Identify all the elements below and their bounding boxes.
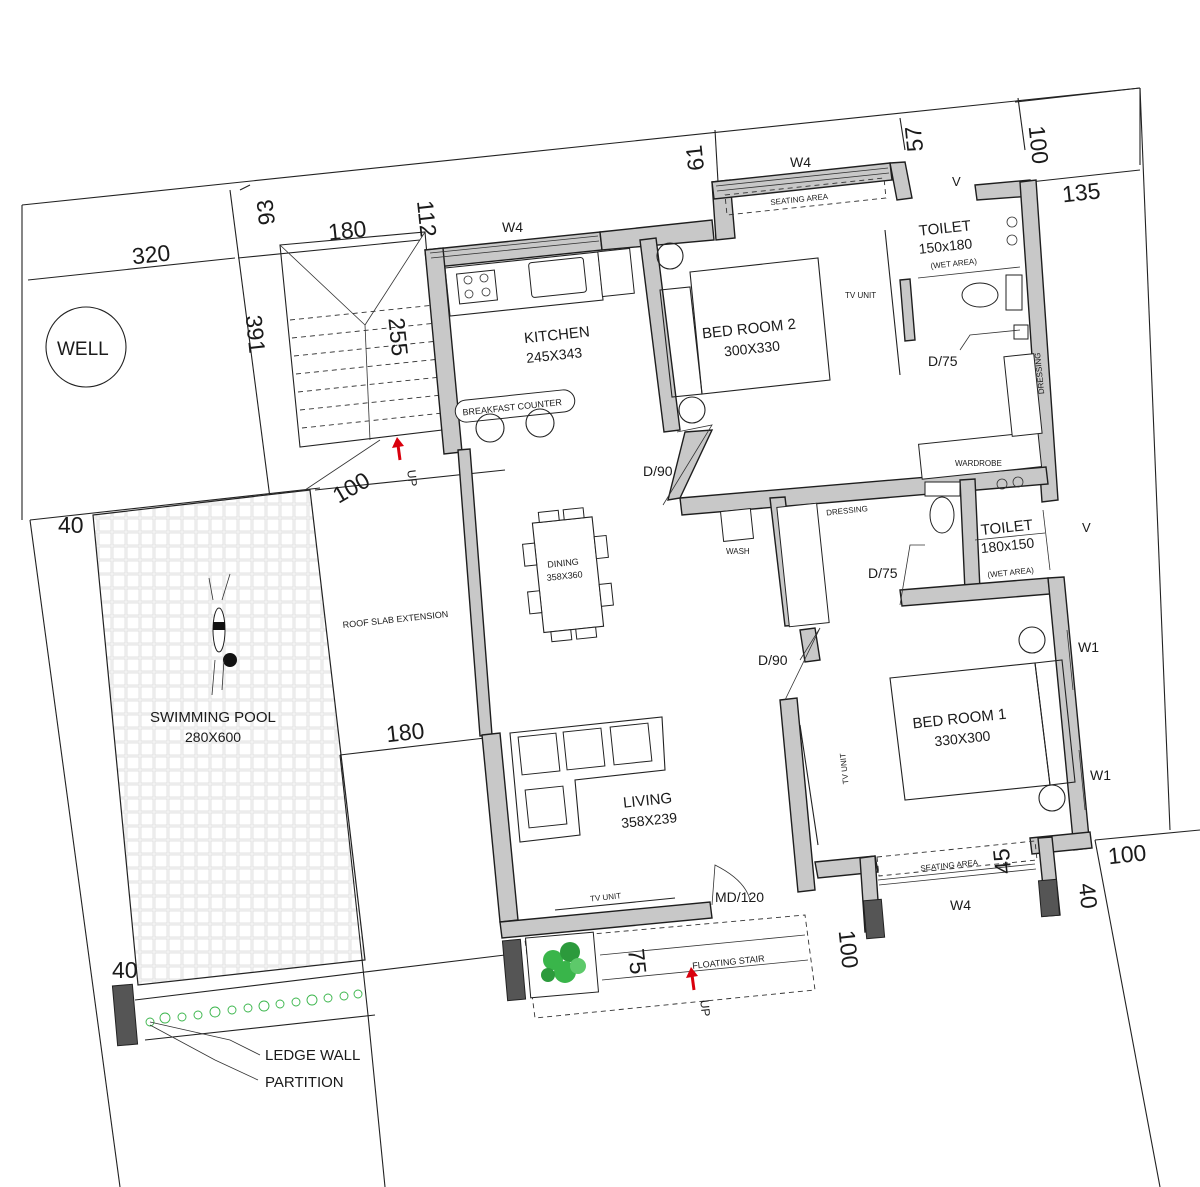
living-name: LIVING	[622, 790, 673, 812]
tv-unit-bed2-label: TV UNIT	[845, 291, 876, 300]
ledge-wall-pebbles	[145, 989, 363, 1027]
toilet-1-size: 150x180	[918, 235, 973, 257]
door-d90-b: D/90	[758, 652, 788, 668]
dining-table	[522, 507, 614, 643]
dim-100-stair: 100	[328, 467, 374, 509]
pool-size: 280X600	[185, 729, 241, 745]
dim-100-right: 100	[1107, 839, 1148, 869]
main-door-swing	[711, 864, 751, 906]
dim-75: 75	[623, 947, 652, 975]
vent-right: V	[1082, 520, 1091, 535]
floating-stair-label: FLOATING STAIR	[692, 953, 766, 971]
dim-320: 320	[131, 239, 172, 269]
door-md120: MD/120	[715, 889, 764, 905]
dim-112: 112	[412, 199, 442, 238]
bed-room-1-furniture	[799, 626, 1076, 846]
pool-name: SWIMMING POOL	[150, 709, 276, 726]
door-d75-b: D/75	[868, 565, 898, 581]
toilet-2-size: 180x150	[980, 535, 1035, 557]
dim-391: 391	[241, 314, 271, 355]
site-boundary	[21, 87, 1200, 1187]
dim-135: 135	[1061, 177, 1102, 207]
kitchen-fixtures	[444, 247, 635, 443]
tv-unit-bed1-label: TV UNIT	[838, 753, 850, 785]
toilet-1-note: (WET AREA)	[930, 257, 978, 271]
dressing-right-label: DRESSING	[1033, 352, 1046, 395]
window-w4-bottom: W4	[950, 897, 971, 913]
wardrobe-label: WARDROBE	[955, 459, 1002, 468]
dim-40-right: 40	[1074, 882, 1103, 910]
toilet-1-fixtures	[917, 216, 1029, 351]
bed-room-2-size: 300X330	[723, 338, 781, 360]
bed-room-1-size: 330X300	[934, 727, 992, 749]
dim-100-bottom: 100	[834, 929, 864, 970]
seating-area-top	[724, 177, 887, 216]
bed-room-2-furniture	[656, 229, 901, 506]
wardrobe	[918, 353, 1043, 480]
well-label: WELL	[57, 339, 109, 360]
kitchen-name: KITCHEN	[523, 323, 590, 347]
door-d90-a: D/90	[643, 463, 673, 479]
dim-93: 93	[251, 198, 280, 226]
up-label-floating: UP	[697, 999, 713, 1017]
roof-slab-area	[134, 469, 506, 1041]
toilet-2-note: (WET AREA)	[987, 566, 1035, 580]
kitchen-size: 245X343	[525, 344, 583, 366]
dim-40-left: 40	[58, 512, 84, 538]
wash-label: WASH	[726, 547, 750, 556]
tv-unit-living-label: TV UNIT	[590, 891, 622, 903]
toilet-1-name: TOILET	[918, 217, 972, 239]
ledge-wall-label: LEDGE WALL	[265, 1047, 360, 1064]
walls	[424, 161, 1093, 939]
dim-57: 57	[900, 125, 929, 153]
dim-40-bottom: 40	[112, 957, 138, 983]
dressing-mid-label: DRESSING	[826, 504, 869, 517]
dim-255: 255	[383, 316, 413, 357]
door-d75-a: D/75	[928, 353, 958, 369]
bed-room-1-name: BED ROOM 1	[912, 706, 1007, 733]
window-w1-a: W1	[1078, 639, 1099, 655]
window-w1-b: W1	[1090, 767, 1111, 783]
dim-100-top: 100	[1024, 124, 1054, 165]
window-w4-top: W4	[790, 154, 811, 170]
swimming-pool	[92, 489, 366, 986]
seating-area-bottom	[876, 840, 1038, 877]
well-symbol	[45, 306, 127, 388]
vent-top: V	[952, 174, 961, 189]
toilet-2-name: TOILET	[980, 517, 1034, 539]
planter	[524, 931, 600, 999]
dressing-toilet-2-fixtures	[719, 476, 1046, 701]
ledge-leaders	[149, 1021, 261, 1081]
dim-61: 61	[681, 144, 710, 172]
dim-180-mid: 180	[385, 717, 426, 747]
up-label-main: UP	[404, 469, 420, 487]
main-stair	[279, 231, 444, 491]
dim-45: 45	[988, 847, 1017, 875]
dim-180-top: 180	[327, 215, 368, 245]
roof-slab-extension-label: ROOF SLAB EXTENSION	[342, 609, 448, 630]
living-size: 358X239	[620, 809, 678, 831]
columns	[111, 878, 1061, 1047]
partition-label: PARTITION	[265, 1074, 344, 1091]
bed-room-2-name: BED ROOM 2	[701, 316, 796, 343]
living-sofa	[509, 716, 666, 843]
windows	[429, 167, 1086, 886]
window-w4-kitchen: W4	[502, 219, 523, 235]
swimmer-icon	[208, 573, 237, 696]
tv-unit-living	[554, 897, 676, 911]
dining-name: DINING	[547, 557, 579, 570]
up-arrow-main	[392, 437, 404, 461]
floating-stair	[524, 914, 816, 1019]
dining-size: 358X360	[546, 569, 583, 583]
up-arrow-floating	[686, 967, 698, 991]
